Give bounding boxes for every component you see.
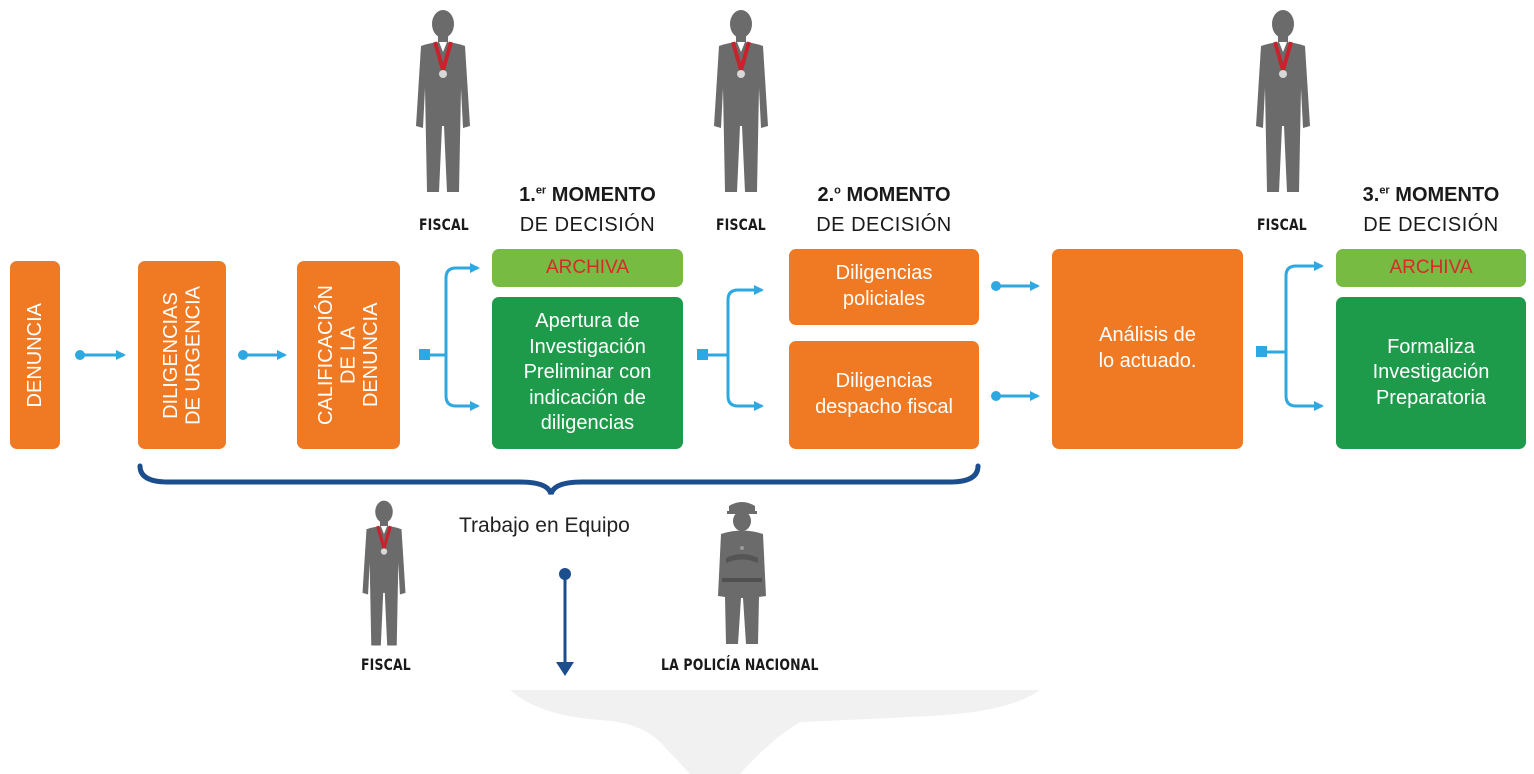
arrow-right-icon — [75, 350, 126, 360]
person-fiscal-icon — [714, 10, 768, 192]
archiva-label-1: ARCHIVA — [545, 257, 630, 278]
policia-label: LA POLICÍA NACIONAL — [661, 655, 819, 674]
denuncia-label: DENUNCIA — [23, 302, 46, 408]
fiscal-label-3: FISCAL — [1257, 215, 1307, 234]
diligencias-policiales-box: Diligencias policiales — [789, 249, 979, 325]
archiva-box-1: ARCHIVA — [492, 249, 683, 287]
analisis-label: Análisis de lo actuado. — [1098, 324, 1197, 372]
police-officer-icon — [718, 502, 766, 644]
arrow-down-icon — [556, 568, 574, 676]
branch-connector-3 — [1256, 261, 1324, 411]
denuncia-box: DENUNCIA — [10, 261, 60, 449]
moment-heading-2: 2.o MOMENTO DE DECISIÓN — [816, 184, 952, 236]
branch-connector-1 — [419, 263, 480, 411]
diligencias-despacho-label: Diligencias despacho fiscal — [815, 370, 953, 418]
person-fiscal-icon — [1256, 10, 1310, 192]
moment-heading-3: 3.er MOMENTO DE DECISIÓN — [1362, 184, 1500, 236]
formaliza-box: Formaliza Investigación Preparatoria — [1336, 297, 1526, 449]
branch-connector-2 — [697, 285, 764, 411]
calificacion-box: CALIFICACIÓN DE LA DENUNCIA — [297, 261, 400, 449]
fiscal-label-1: FISCAL — [419, 215, 469, 234]
archiva-box-3: ARCHIVA — [1336, 249, 1526, 287]
formaliza-label: Formaliza Investigación Preparatoria — [1372, 335, 1490, 409]
fiscal-label-bottom: FISCAL — [361, 655, 411, 674]
fiscal-label-2: FISCAL — [716, 215, 766, 234]
watermark-shape — [510, 690, 1040, 774]
diligencias-urgencia-box: DILIGENCIAS DE URGENCIA — [138, 261, 226, 449]
diligencias-policiales-label: Diligencias policiales — [835, 262, 933, 310]
archiva-label-3: ARCHIVA — [1389, 257, 1473, 278]
team-label: Trabajo en Equipo — [459, 514, 630, 537]
arrow-right-icon — [238, 350, 287, 360]
diligencias-despacho-box: Diligencias despacho fiscal — [789, 341, 979, 449]
apertura-box: Apertura de Investigación Preliminar con… — [492, 297, 683, 449]
curly-brace-icon — [137, 463, 981, 495]
person-fiscal-icon — [362, 500, 406, 646]
analisis-box: Análisis de lo actuado. — [1052, 249, 1243, 449]
apertura-label: Apertura de Investigación Preliminar con… — [523, 310, 652, 435]
arrow-right-icon — [991, 391, 1040, 401]
calificacion-label: CALIFICACIÓN DE LA DENUNCIA — [314, 284, 382, 426]
arrow-right-icon — [991, 281, 1040, 291]
diligencias-urgencia-label: DILIGENCIAS DE URGENCIA — [159, 285, 204, 425]
moment-heading-1: 1.er MOMENTO DE DECISIÓN — [519, 184, 656, 236]
person-fiscal-icon — [416, 10, 470, 192]
